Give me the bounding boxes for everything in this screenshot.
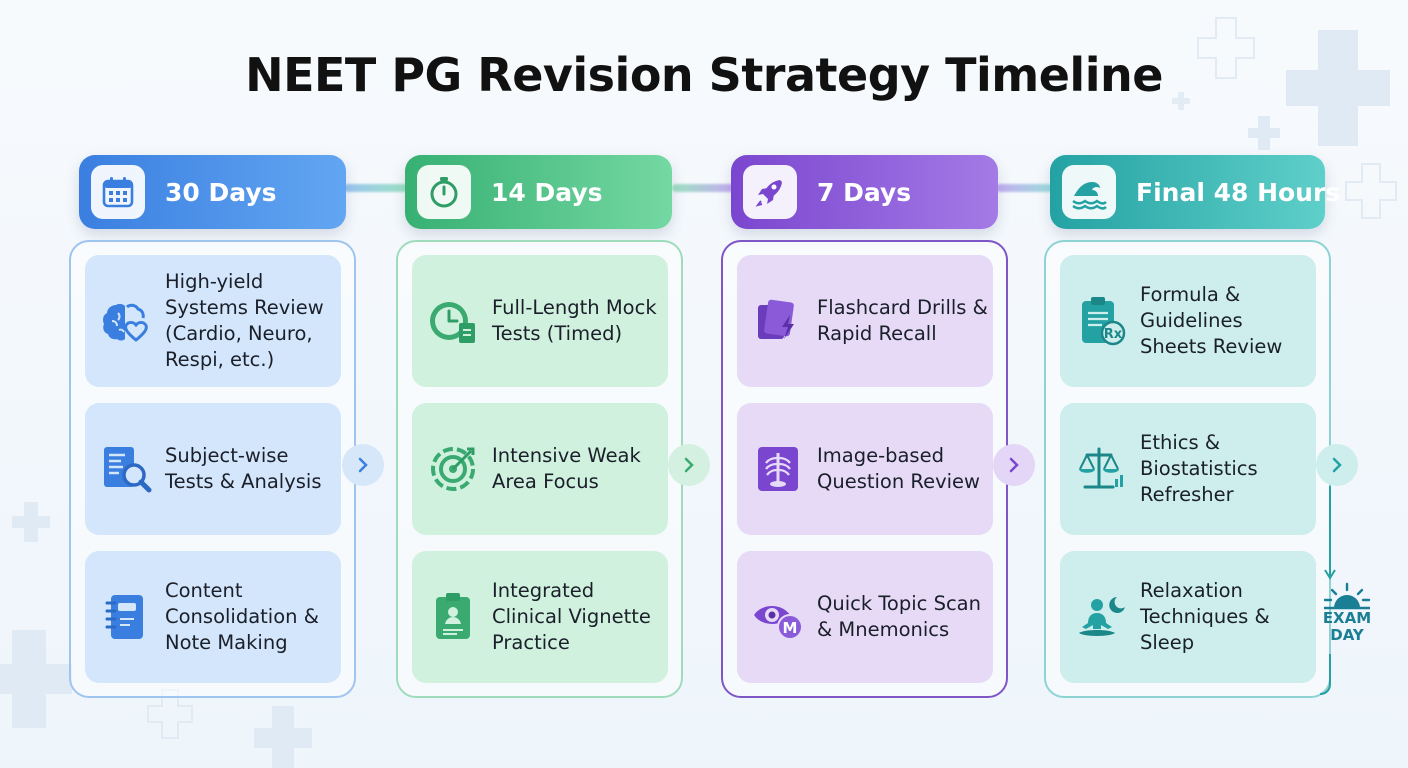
test-magnifier-icon: [97, 440, 155, 498]
task-card: Content Consolidation & Note Making: [85, 551, 341, 683]
task-card: Intensive Weak Area Focus: [412, 403, 668, 535]
task-text: Intensive Weak Area Focus: [492, 444, 641, 493]
exam-day-marker: EXAM DAY: [1314, 582, 1380, 652]
svg-text:M: M: [783, 619, 798, 637]
task-text: Quick Topic Scan & Mnemonics: [817, 592, 981, 641]
xray-icon: [749, 440, 807, 498]
task-card: Image-based Question Review: [737, 403, 993, 535]
clock-clipboard-icon: [424, 292, 482, 350]
flashcards-icon: [749, 292, 807, 350]
clipboard-patient-icon: [424, 588, 482, 646]
phase-column-14-days: Full-Length Mock Tests (Timed) Intensive…: [396, 240, 683, 698]
task-text: Integrated Clinical Vignette Practice: [492, 579, 651, 654]
stopwatch-icon: [417, 165, 471, 219]
phase-label: Final 48 Hours: [1136, 177, 1341, 207]
phase-header-30-days: 30 Days: [79, 155, 346, 229]
next-phase-arrow: [668, 444, 710, 486]
phase-column-7-days: Flashcard Drills & Rapid Recall Image-ba…: [721, 240, 1008, 698]
task-text: Image-based Question Review: [817, 444, 980, 493]
phase-label: 7 Days: [817, 177, 912, 207]
exam-day-label-line1: EXAM: [1322, 609, 1372, 627]
task-card: High-yield Systems Review (Cardio, Neuro…: [85, 255, 341, 387]
meditation-icon: [1072, 588, 1130, 646]
phase-label: 14 Days: [491, 177, 603, 207]
task-text: Ethics & Biostatistics Refresher: [1140, 431, 1258, 506]
task-card: Integrated Clinical Vignette Practice: [412, 551, 668, 683]
task-text: Flashcard Drills & Rapid Recall: [817, 296, 988, 345]
task-card: Relaxation Techniques & Sleep: [1060, 551, 1316, 683]
exam-day-label-line2: DAY: [1330, 626, 1364, 644]
page-title: NEET PG Revision Strategy Timeline: [245, 48, 1163, 102]
task-card: Ethics & Biostatistics Refresher: [1060, 403, 1316, 535]
target-icon: [424, 440, 482, 498]
prescription-clipboard-icon: Rx: [1072, 292, 1130, 350]
timeline-connector: [996, 184, 1052, 192]
task-text: Formula & Guidelines Sheets Review: [1140, 283, 1283, 358]
task-text: Subject-wise Tests & Analysis: [165, 444, 322, 493]
brain-heart-icon: [97, 292, 155, 350]
task-card: Rx Formula & Guidelines Sheets Review: [1060, 255, 1316, 387]
timeline-connector: [344, 184, 408, 192]
task-card: Full-Length Mock Tests (Timed): [412, 255, 668, 387]
phase-header-14-days: 14 Days: [405, 155, 672, 229]
task-text: Content Consolidation & Note Making: [165, 579, 319, 654]
phase-header-final-48-hours: Final 48 Hours: [1050, 155, 1340, 229]
wave-icon: [1062, 165, 1116, 219]
timeline-connector: [672, 184, 734, 192]
next-phase-arrow: [342, 444, 384, 486]
phase-label: 30 Days: [165, 177, 277, 207]
next-phase-arrow: [993, 444, 1035, 486]
scales-icon: [1072, 440, 1130, 498]
eye-mnemonic-icon: M: [749, 588, 807, 646]
rocket-icon: [743, 165, 797, 219]
task-card: M Quick Topic Scan & Mnemonics: [737, 551, 993, 683]
task-text: Relaxation Techniques & Sleep: [1140, 579, 1270, 654]
phase-header-7-days: 7 Days: [731, 155, 998, 229]
calendar-icon: [91, 165, 145, 219]
task-card: Flashcard Drills & Rapid Recall: [737, 255, 993, 387]
notebook-icon: [97, 588, 155, 646]
task-text: Full-Length Mock Tests (Timed): [492, 296, 657, 345]
next-phase-arrow: [1316, 444, 1358, 486]
sunrise-icon: [1323, 582, 1371, 610]
task-card: Subject-wise Tests & Analysis: [85, 403, 341, 535]
svg-text:Rx: Rx: [1104, 327, 1123, 342]
phase-column-final-48-hours: Rx Formula & Guidelines Sheets Review Et…: [1044, 240, 1331, 698]
task-text: High-yield Systems Review (Cardio, Neuro…: [165, 270, 324, 371]
phase-column-30-days: High-yield Systems Review (Cardio, Neuro…: [69, 240, 356, 698]
